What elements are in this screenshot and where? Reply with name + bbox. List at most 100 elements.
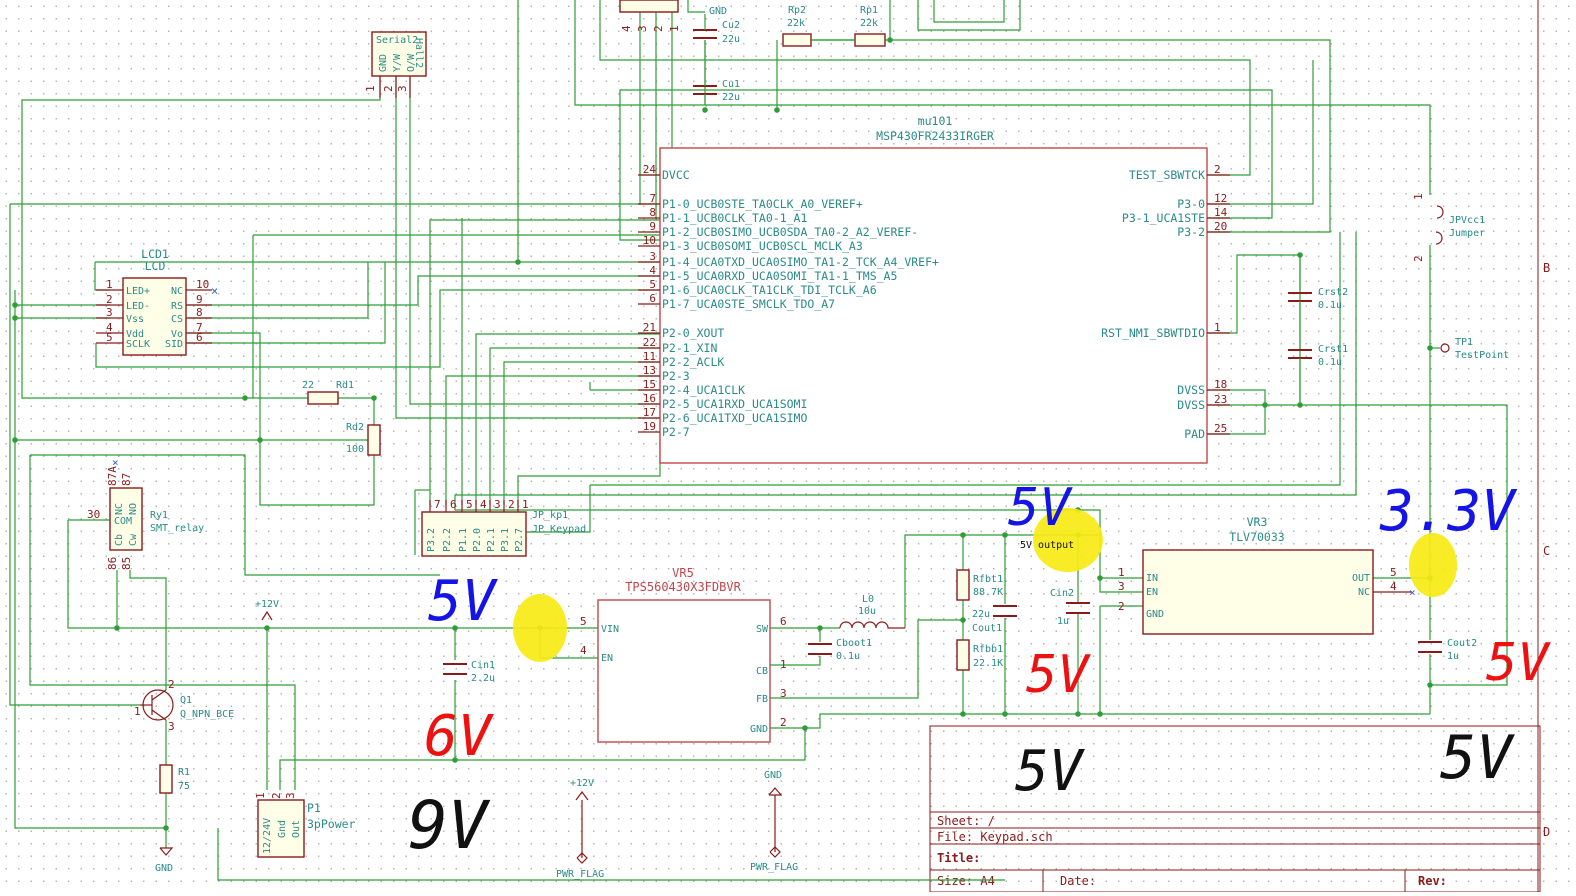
mcu-pin-num: 23 xyxy=(1214,393,1227,406)
lcd-pin-name: CS xyxy=(171,314,183,325)
nc-mark-icon: × xyxy=(211,284,218,298)
p1-pin-num-3: 3 xyxy=(284,792,297,799)
mcu-value: MSP430FR2433IRGER xyxy=(876,129,994,143)
mcu-pin-num: 14 xyxy=(1214,206,1228,219)
svg-text:3: 3 xyxy=(636,25,649,32)
vr3-pin-2: 2 xyxy=(1118,600,1125,613)
annotation-black-9v: 9V xyxy=(408,787,491,864)
buck-regulator[interactable]: VR5 TPS560430X3FDBVR VIN 5 EN 4 SW 6 CB … xyxy=(580,566,787,743)
rd1-value: 22 xyxy=(302,380,314,391)
lcd-pin-num: 6 xyxy=(196,331,203,344)
p1-pin-out: Out xyxy=(291,820,302,838)
serial-connector[interactable]: Serial2 Hall2 GND Y/W O/W 1 2 3 xyxy=(364,31,427,98)
cout2-cap[interactable]: Cout2 1u xyxy=(1418,638,1477,662)
border-letter-b: B xyxy=(1543,261,1550,275)
border-letter-c: C xyxy=(1543,544,1550,558)
l0-value: 10u xyxy=(858,606,876,617)
testpoint-ref: TP1 xyxy=(1455,337,1473,348)
rp2-value: 22k xyxy=(787,18,805,29)
reset-caps[interactable]: Crst2 0.1u Crst1 0.1u xyxy=(1288,287,1348,405)
relay-ref: Ry1 xyxy=(150,510,168,521)
cout1-value: 22u xyxy=(972,609,990,620)
lcd-pin-num: 1 xyxy=(106,278,113,291)
mcu-pin-name: P1-7_UCA0STE_SMCLK_TDO_A7 xyxy=(662,297,835,311)
jumper-pin-2: 2 xyxy=(1412,255,1425,262)
crst1-ref: Crst1 xyxy=(1318,344,1348,355)
keypad-pin-name: P3.1 xyxy=(500,528,511,552)
svg-text:1: 1 xyxy=(668,25,681,32)
relay-pin-30: 30 xyxy=(87,508,100,521)
relay-symbol[interactable]: NC NO COM Cb Cw 87A 87 30 86 85 × Ry1 SM… xyxy=(87,456,204,570)
vr5-value: TPS560430X3FDBVR xyxy=(625,580,741,594)
cu1-value: 22u xyxy=(722,92,740,103)
rd-resistors[interactable]: 22 Rd1 Rd2 100 xyxy=(302,380,381,456)
mcu-pin-name: P1-3_UCB0SOMI_UCB0SCL_MCLK_A3 xyxy=(662,239,863,253)
net-label-5v-output: 5V output xyxy=(1020,540,1074,551)
mcu-pin-name: DVSS xyxy=(1177,383,1205,397)
cin1-cap[interactable]: Cin1 2.2u xyxy=(443,660,495,684)
vr3-pin-3: 3 xyxy=(1118,580,1125,593)
q1-value: Q_NPN_BCE xyxy=(180,709,234,720)
mcu-ref: mu101 xyxy=(918,114,953,128)
lcd-pin-num: 3 xyxy=(106,306,113,319)
mcu-pin-num: 9 xyxy=(649,220,656,233)
lcd-pin-num: 2 xyxy=(106,293,113,306)
inductor-l0[interactable]: L0 10u xyxy=(839,594,905,629)
lcd-pin-num: 5 xyxy=(106,331,113,344)
q1-pin-3: 3 xyxy=(168,720,175,733)
mcu-pin-num: 25 xyxy=(1214,422,1227,435)
p1-pin-num-2: 2 xyxy=(270,792,283,799)
keypad-pin-num: 3 xyxy=(494,498,501,511)
mcu-pin-name: PAD xyxy=(1184,427,1205,441)
vr3-value: TLV70033 xyxy=(1229,530,1284,544)
relay-cb: Cb xyxy=(114,534,125,546)
serial-label-1: Serial2 xyxy=(376,35,418,46)
vr5-gnd: GND xyxy=(750,724,768,735)
feedback-network[interactable]: Rfbt1 88.7K Rfbb1 22.1K 22u Cout1 Cin2 1… xyxy=(956,569,1090,671)
lcd-pin-num: 8 xyxy=(196,306,203,319)
p1-value: 3pPower xyxy=(307,817,356,831)
relay-com: COM xyxy=(114,516,132,527)
annotation-black-5v-b: 5V xyxy=(1440,723,1515,793)
lcd-pin-name: LED+ xyxy=(126,286,150,297)
junctions xyxy=(12,37,1433,831)
vr3-out: OUT xyxy=(1352,573,1370,584)
keypad-pin-num: 6 xyxy=(450,498,457,511)
lcd-pin-name: RS xyxy=(171,301,183,312)
lcd-pin-num: 4 xyxy=(106,321,113,334)
vr3-in: IN xyxy=(1146,573,1158,584)
mcu-pin-num: 24 xyxy=(643,163,657,176)
mcu-pin-name: P1-2_UCB0SIMO_UCB0SDA_TA0-2_A2_VEREF- xyxy=(662,225,918,239)
keypad-pin-num: 1 xyxy=(522,498,529,511)
mcu-pin-num: 19 xyxy=(643,420,656,433)
transistor-symbol[interactable]: 1 2 3 Q1 Q_NPN_BCE R1 75 xyxy=(134,678,234,794)
vr3-pin-4: 4 xyxy=(1390,580,1397,593)
jumper-symbol[interactable]: 1 2 JPVcc1 Jumper xyxy=(1412,193,1485,262)
cu1-ref: Cu1 xyxy=(722,79,740,90)
handwritten-annotations: 5V 5V 3.3V 6V 5V 5V 9V 5V 5V xyxy=(408,478,1551,864)
relay-value: SMT_relay xyxy=(150,523,204,534)
p1-pin-gnd: Gnd xyxy=(277,820,288,838)
cu2-ref: Cu2 xyxy=(722,20,740,31)
crst2-value: 0.1u xyxy=(1318,300,1342,311)
top-passives[interactable]: 4 3 2 1 GND Cu2 22u Cu1 22u Rp2 22k Rp1 … xyxy=(619,0,886,105)
mcu-pin-name: P2-4_UCA1CLK xyxy=(662,383,745,397)
testpoint-symbol[interactable]: TP1 TestPoint xyxy=(1440,337,1509,361)
keypad-pin-num: 2 xyxy=(508,498,515,511)
jumper-ref: JPVcc1 xyxy=(1449,215,1485,226)
p1-pin-12v: 12/24V xyxy=(262,818,273,854)
cboot-cap[interactable]: Cboot1 0.1u xyxy=(808,638,872,662)
relay-no: NO xyxy=(128,503,139,515)
vr5-pin-5: 5 xyxy=(580,615,587,628)
title-block: Sheet: / File: Keypad.sch Title: Size: A… xyxy=(929,0,1550,893)
power-connector[interactable]: 12/24V Gnd Out 1 2 3 P1 3pPower xyxy=(254,792,356,858)
border-letter-d: D xyxy=(1543,825,1550,839)
mcu-pin-num: 11 xyxy=(643,350,656,363)
mcu-pin-name: RST_NMI_SBWTDIO xyxy=(1101,326,1205,340)
ldo-regulator[interactable]: VR3 TLV70033 IN 1 EN 3 GND 2 OUT 5 NC 4 … xyxy=(1118,515,1416,635)
l0-ref: L0 xyxy=(862,594,874,605)
